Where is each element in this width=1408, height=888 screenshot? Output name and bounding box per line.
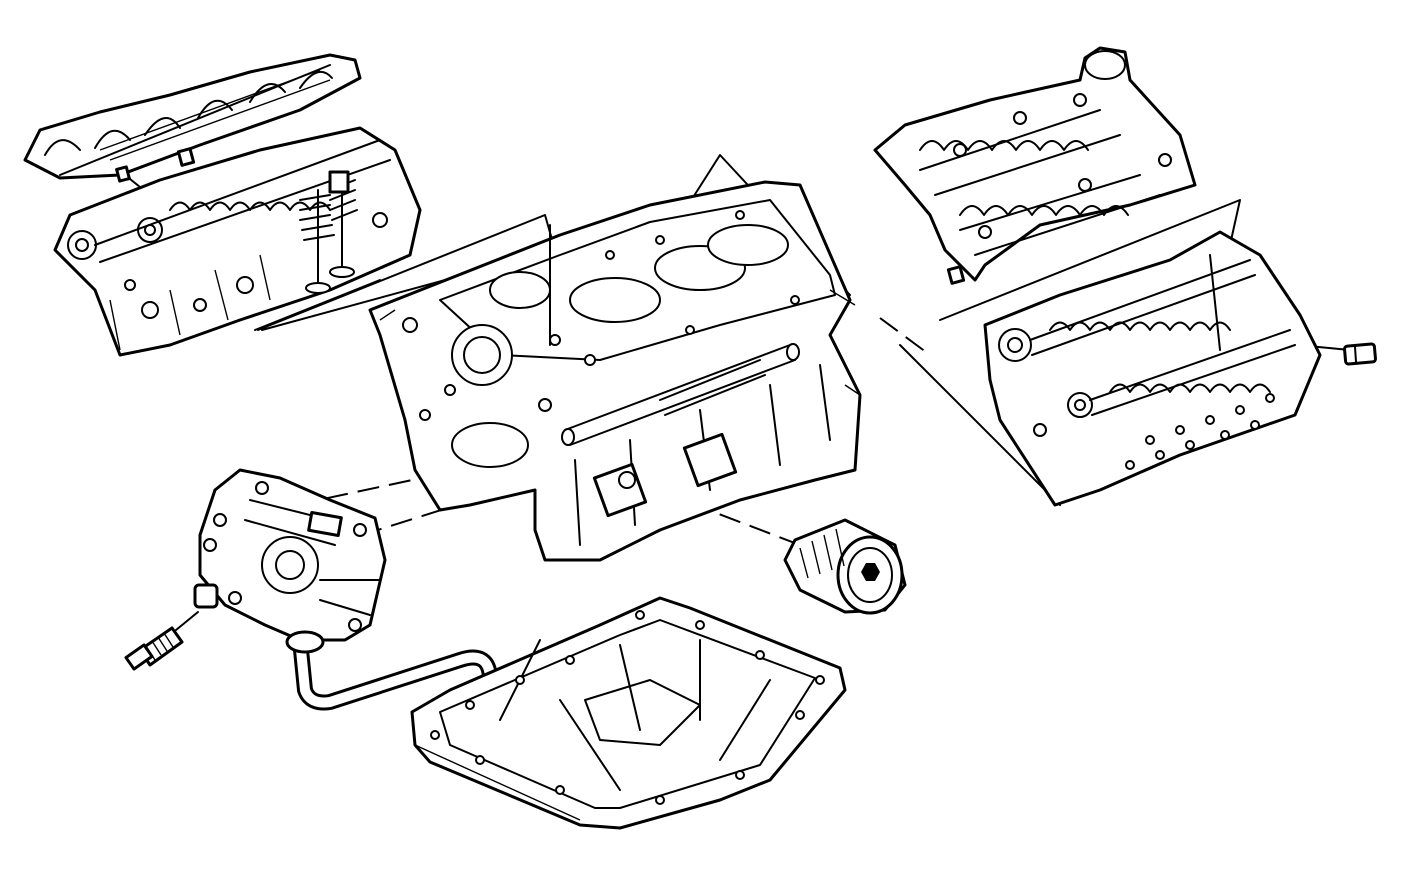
sensor-icon (193, 583, 219, 609)
right-cylinder-head (983, 230, 1322, 507)
bolt-icon (115, 165, 131, 183)
bolt-icon (1343, 342, 1377, 366)
oil-filter-port (618, 471, 636, 489)
right-camshaft-cover (873, 46, 1197, 285)
head-plug (1343, 342, 1377, 366)
valve-spring (299, 170, 358, 294)
head-locator-line-right-2 (899, 344, 1061, 506)
oil-pan (410, 596, 847, 830)
oil-filler-neck (1084, 50, 1126, 80)
left-cylinder-head (53, 126, 422, 357)
cylinder-head-icon (983, 230, 1322, 507)
oil-pressure-switch (124, 583, 219, 671)
cylinder-bore (489, 271, 551, 309)
engine-block (368, 180, 862, 562)
bolt-icon (176, 147, 196, 167)
head-locator-line (254, 279, 381, 331)
bolt-icon (946, 265, 966, 285)
left-camshaft-cover (23, 53, 362, 180)
head-locator-line-right (939, 199, 1241, 321)
oil-pump-housing (198, 468, 387, 642)
oil-filter (783, 518, 907, 615)
camshaft-cover-icon (873, 46, 1197, 282)
block-to-head-dash (879, 317, 931, 356)
cylinder-bore (569, 277, 661, 323)
cover-bolt (115, 147, 196, 183)
cylinder-bore (707, 224, 789, 266)
